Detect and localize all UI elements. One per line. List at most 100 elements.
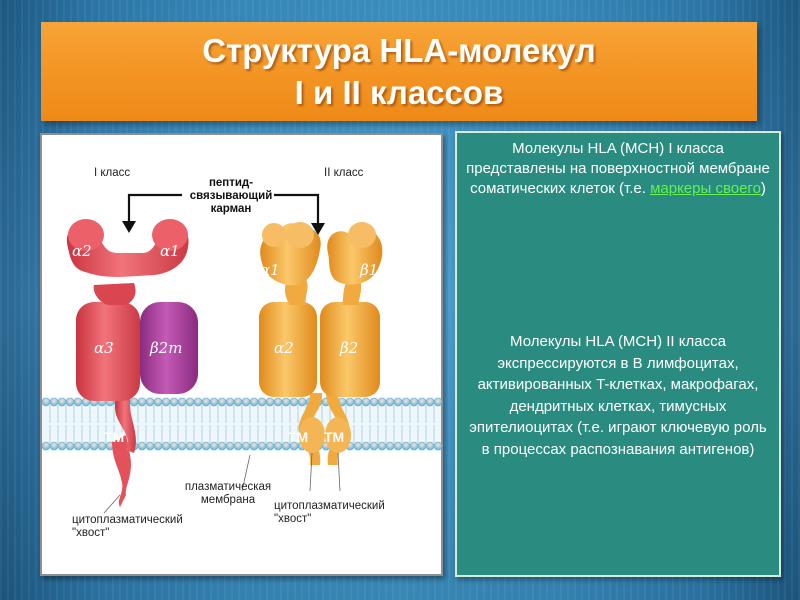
lipid-head bbox=[138, 442, 146, 450]
plasma-membrane bbox=[42, 397, 442, 451]
lipid-head bbox=[378, 442, 386, 450]
lipid-head bbox=[354, 442, 362, 450]
lipid-head bbox=[354, 398, 362, 406]
lipid-head bbox=[410, 398, 418, 406]
lipid-head bbox=[250, 442, 258, 450]
lipid-head bbox=[154, 398, 162, 406]
lipid-head bbox=[250, 398, 258, 406]
tm-label-class2-left: TM bbox=[288, 429, 308, 445]
domain-label-class2-beta2: β2 bbox=[340, 339, 358, 357]
lipid-head bbox=[146, 442, 154, 450]
class2-description: Молекулы HLA (MCH) II класса экспрессиру… bbox=[465, 331, 771, 460]
lipid-head bbox=[50, 442, 58, 450]
tm-label-class1: TM bbox=[104, 429, 124, 445]
info-panel: Молекулы HLA (MCH) I класса представлены… bbox=[455, 131, 781, 577]
lipid-head bbox=[146, 398, 154, 406]
lipid-head bbox=[258, 442, 266, 450]
lipid-head bbox=[274, 442, 282, 450]
lipid-head bbox=[370, 398, 378, 406]
lipid-head bbox=[298, 398, 306, 406]
lipid-head bbox=[154, 442, 162, 450]
domain-label-alpha2: α2 bbox=[72, 242, 92, 260]
lipid-head bbox=[386, 442, 394, 450]
lipid-head bbox=[74, 442, 82, 450]
lipid-head bbox=[218, 398, 226, 406]
title-banner: Структура HLA-молекул I и II классов bbox=[41, 22, 757, 121]
lipid-head bbox=[274, 398, 282, 406]
lipid-head bbox=[162, 398, 170, 406]
lipid-head bbox=[210, 398, 218, 406]
domain-label-class2-alpha2: α2 bbox=[274, 339, 294, 357]
lipid-head bbox=[170, 398, 178, 406]
lipid-head bbox=[434, 398, 442, 406]
lipid-head bbox=[234, 398, 242, 406]
lipid-head bbox=[226, 442, 234, 450]
lipid-head bbox=[386, 398, 394, 406]
lipid-head bbox=[378, 398, 386, 406]
lipid-head bbox=[226, 398, 234, 406]
lipid-head bbox=[242, 398, 250, 406]
domain-label-b2m: β2m bbox=[150, 339, 182, 357]
lipid-head bbox=[202, 398, 210, 406]
hla-diagram-panel: I класс II класс пептид- связывающий кар… bbox=[40, 133, 443, 576]
lipid-head bbox=[90, 442, 98, 450]
self-markers-link[interactable]: маркеры своего bbox=[650, 180, 761, 197]
lipid-head bbox=[362, 398, 370, 406]
peptide-binding-pocket-label: пептид- связывающий карман bbox=[184, 177, 278, 216]
lipid-head bbox=[82, 442, 90, 450]
lipid-head bbox=[418, 442, 426, 450]
lipid-head bbox=[58, 398, 66, 406]
lipid-head bbox=[362, 442, 370, 450]
lipid-head bbox=[138, 398, 146, 406]
hla-class-1-molecule bbox=[67, 219, 198, 507]
lipid-head bbox=[186, 442, 194, 450]
lipid-head bbox=[202, 442, 210, 450]
lipid-head bbox=[242, 442, 250, 450]
lipid-head bbox=[162, 442, 170, 450]
lipid-head bbox=[58, 442, 66, 450]
lipid-head bbox=[186, 398, 194, 406]
lipid-head bbox=[74, 398, 82, 406]
lipid-head bbox=[42, 442, 50, 450]
lipid-head bbox=[370, 442, 378, 450]
lipid-head bbox=[410, 442, 418, 450]
lipid-head bbox=[218, 442, 226, 450]
lipid-head bbox=[394, 398, 402, 406]
lipid-head bbox=[346, 398, 354, 406]
lipid-head bbox=[434, 442, 442, 450]
title-line-2: I и II классов bbox=[295, 72, 504, 114]
lipid-head bbox=[66, 442, 74, 450]
tm-label-class2-right: TM bbox=[324, 429, 344, 445]
lipid-head bbox=[426, 442, 434, 450]
lipid-head bbox=[170, 442, 178, 450]
lipid-head bbox=[130, 398, 138, 406]
lipid-head bbox=[402, 398, 410, 406]
lipid-head bbox=[394, 442, 402, 450]
membrane-label: плазматическая мембрана bbox=[174, 481, 282, 507]
lipid-head bbox=[178, 442, 186, 450]
class1-label: I класс bbox=[94, 167, 130, 180]
lipid-head bbox=[426, 398, 434, 406]
title-line-1: Структура HLA-молекул bbox=[202, 30, 596, 72]
domain-label-alpha3: α3 bbox=[94, 339, 114, 357]
lipid-head bbox=[290, 398, 298, 406]
lipid-head bbox=[194, 442, 202, 450]
lipid-head bbox=[266, 442, 274, 450]
lipid-head bbox=[42, 398, 50, 406]
lipid-head bbox=[66, 398, 74, 406]
domain-label-alpha1: α1 bbox=[160, 242, 180, 260]
lipid-head bbox=[402, 442, 410, 450]
lipid-head bbox=[178, 398, 186, 406]
domain-label-class2-beta1: β1 bbox=[360, 261, 378, 279]
lipid-head bbox=[258, 398, 266, 406]
class2-label: II класс bbox=[324, 167, 363, 180]
lipid-head bbox=[282, 398, 290, 406]
lipid-head bbox=[234, 442, 242, 450]
tail-label-right: цитоплазматический "хвост" bbox=[274, 500, 385, 526]
lipid-head bbox=[194, 398, 202, 406]
lipid-head bbox=[210, 442, 218, 450]
domain-label-class2-alpha1: α1 bbox=[260, 261, 280, 279]
lipid-head bbox=[50, 398, 58, 406]
tail-label-left: цитоплазматический "хвост" bbox=[72, 514, 183, 540]
class1-description: Молекулы HLA (MCH) I класса представлены… bbox=[465, 139, 771, 199]
